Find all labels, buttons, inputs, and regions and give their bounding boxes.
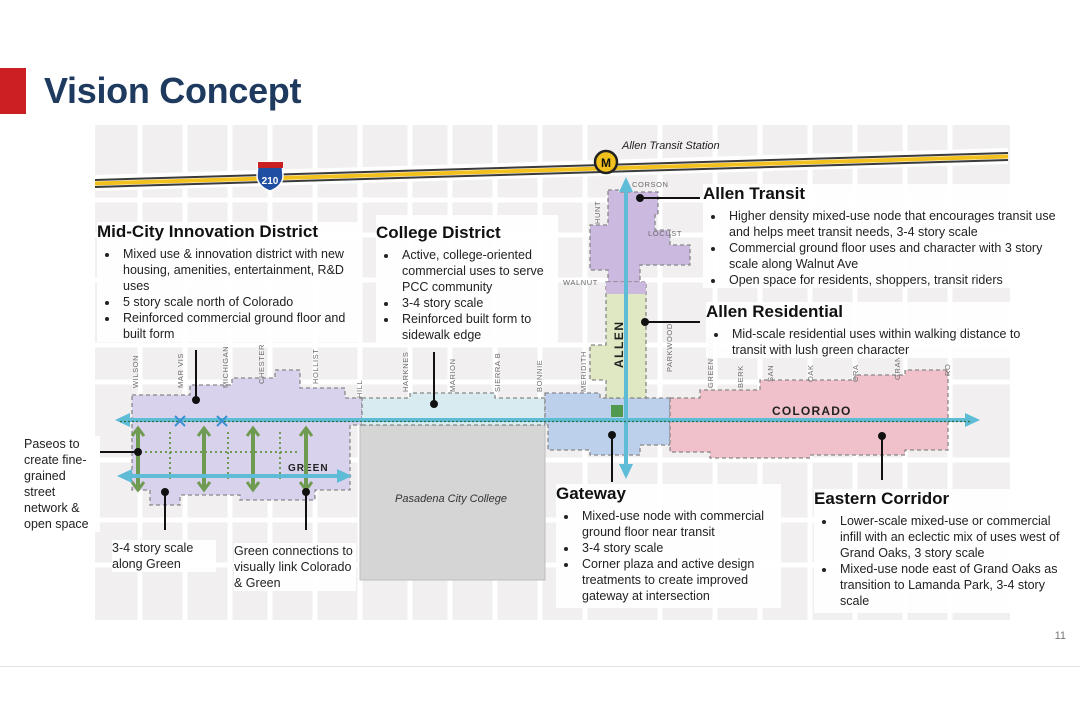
street-label-meridith: MERIDITH	[579, 351, 588, 392]
street-label-mar-vista: MAR VIS	[176, 353, 185, 388]
callout-bullets: Mid-scale residential uses within walkin…	[706, 326, 1036, 358]
street-label-green: GREEN	[288, 463, 329, 474]
street-label-marion: MARION	[448, 358, 457, 392]
callout-title: Gateway	[556, 484, 626, 503]
street-label-walnut: WALNUT	[563, 278, 598, 287]
street-label-oak: OAK	[806, 364, 815, 382]
street-label-allen: ALLEN	[612, 321, 626, 369]
page-title: Vision Concept	[44, 70, 302, 111]
street-label-cra: CRA	[851, 364, 860, 382]
zone-college-district	[361, 392, 546, 426]
callout-title: Allen Transit	[703, 184, 806, 203]
crossing-x-icon	[174, 415, 186, 427]
street-label-sierra: SIERRA B	[493, 353, 502, 392]
metro-letter: M	[601, 156, 611, 170]
street-label-hill: HILL	[355, 380, 364, 398]
callout-allen-transit: Allen Transit Higher density mixed-use n…	[703, 184, 1063, 288]
street-label-colorado: COLORADO	[772, 404, 852, 418]
callout-bullets: Higher density mixed-use node that encou…	[703, 208, 1063, 288]
street-label-bonnie: BONNIE	[535, 360, 544, 392]
callout-mid-city: Mid-City Innovation District Mixed use &…	[97, 222, 359, 342]
callout-title: College District	[376, 223, 501, 242]
callout-bullets: Mixed use & innovation district with new…	[97, 246, 359, 342]
highway-label: 210	[262, 176, 279, 187]
gateway-plaza	[611, 405, 623, 417]
bullet: Higher density mixed-use node that encou…	[725, 208, 1063, 240]
callout-bullets: Mixed-use node with commercial ground fl…	[556, 508, 781, 604]
callout-eastern: Eastern Corridor Lower-scale mixed-use o…	[814, 489, 1072, 613]
bullet: Mid-scale residential uses within walkin…	[728, 326, 1036, 358]
street-label-gran: GRAN	[893, 356, 902, 380]
street-label-hunt: HUNT	[593, 201, 602, 224]
street-label-chester: CHESTER	[257, 344, 266, 384]
bullet: Lower-scale mixed-use or commercial infi…	[836, 513, 1072, 561]
callout-college: College District Active, college-oriente…	[376, 215, 558, 343]
callout-bullets: Lower-scale mixed-use or commercial infi…	[814, 513, 1072, 609]
freeway-line	[94, 154, 1009, 186]
pcc-campus	[359, 424, 546, 581]
bullet: 3-4 story scale	[578, 540, 781, 556]
title-accent-bar	[0, 68, 26, 114]
bullet: Active, college-oriented commercial uses…	[398, 247, 558, 295]
street-label-michigan: MICHIGAN	[221, 346, 230, 388]
page-number: 11	[1054, 630, 1066, 642]
bullet: 5 story scale north of Colorado	[119, 294, 359, 310]
street-label-hollis: HOLLIST	[311, 349, 320, 384]
note-green-connections: Green connections to visually link Color…	[234, 543, 356, 591]
callout-allen-residential: Allen Residential Mid-scale residential …	[706, 302, 1036, 358]
bullet: Reinforced built form to sidewalk edge	[398, 311, 558, 343]
bullet: Commercial ground floor uses and charact…	[725, 240, 1063, 272]
crossing-markers	[174, 415, 228, 427]
street-label-locust: LOCUST	[648, 229, 682, 238]
callout-title: Eastern Corridor	[814, 489, 950, 508]
bullet: Mixed use & innovation district with new…	[119, 246, 359, 294]
callout-gateway: Gateway Mixed-use node with commercial g…	[556, 484, 781, 608]
street-label-corson: CORSON	[632, 180, 669, 189]
note-green-scale: 3-4 story scale along Green	[112, 540, 216, 572]
bullet: Mixed-use node with commercial ground fl…	[578, 508, 781, 540]
bullet: Corner plaza and active design treatment…	[578, 556, 781, 604]
zone-allen-transit	[589, 189, 691, 283]
callout-title: Mid-City Innovation District	[97, 222, 318, 241]
footer-divider	[0, 666, 1080, 667]
callout-title: Allen Residential	[706, 302, 843, 321]
note-paseos: Paseos to create fine-grained street net…	[24, 436, 100, 532]
bullet: Mixed-use node east of Grand Oaks as tra…	[836, 561, 1072, 609]
street-label-berk: BERK	[736, 365, 745, 388]
freeway-edge-bottom	[94, 159, 1009, 188]
bullet: Reinforced commercial ground floor and b…	[119, 310, 359, 342]
interstate-shield-icon: 210	[256, 161, 284, 192]
crossing-x-icon	[216, 415, 228, 427]
callout-bullets: Active, college-oriented commercial uses…	[376, 247, 558, 343]
campus-label: Pasadena City College	[395, 493, 507, 505]
street-label-ro: RO	[943, 364, 952, 376]
street-label-greenwood: GREENWOO	[706, 338, 715, 388]
paseo-connectors	[136, 430, 308, 488]
bullet: 3-4 story scale	[398, 295, 558, 311]
street-label-san: SAN	[766, 365, 775, 382]
callout-leaders	[100, 194, 886, 530]
corridor-arrows	[115, 177, 980, 483]
street-label-harkness: HARKNES	[401, 352, 410, 392]
street-label-wilson: WILSON	[131, 355, 140, 388]
zone-gateway	[544, 392, 671, 456]
street-label-parkwood: PARKWOOD	[665, 323, 674, 372]
bullet: Open space for residents, shoppers, tran…	[725, 272, 1063, 288]
freeway-edge-top	[94, 152, 1009, 181]
station-label: Allen Transit Station	[621, 140, 720, 152]
metro-station-icon: M	[593, 149, 619, 175]
paseo-dotted-links	[145, 432, 300, 480]
